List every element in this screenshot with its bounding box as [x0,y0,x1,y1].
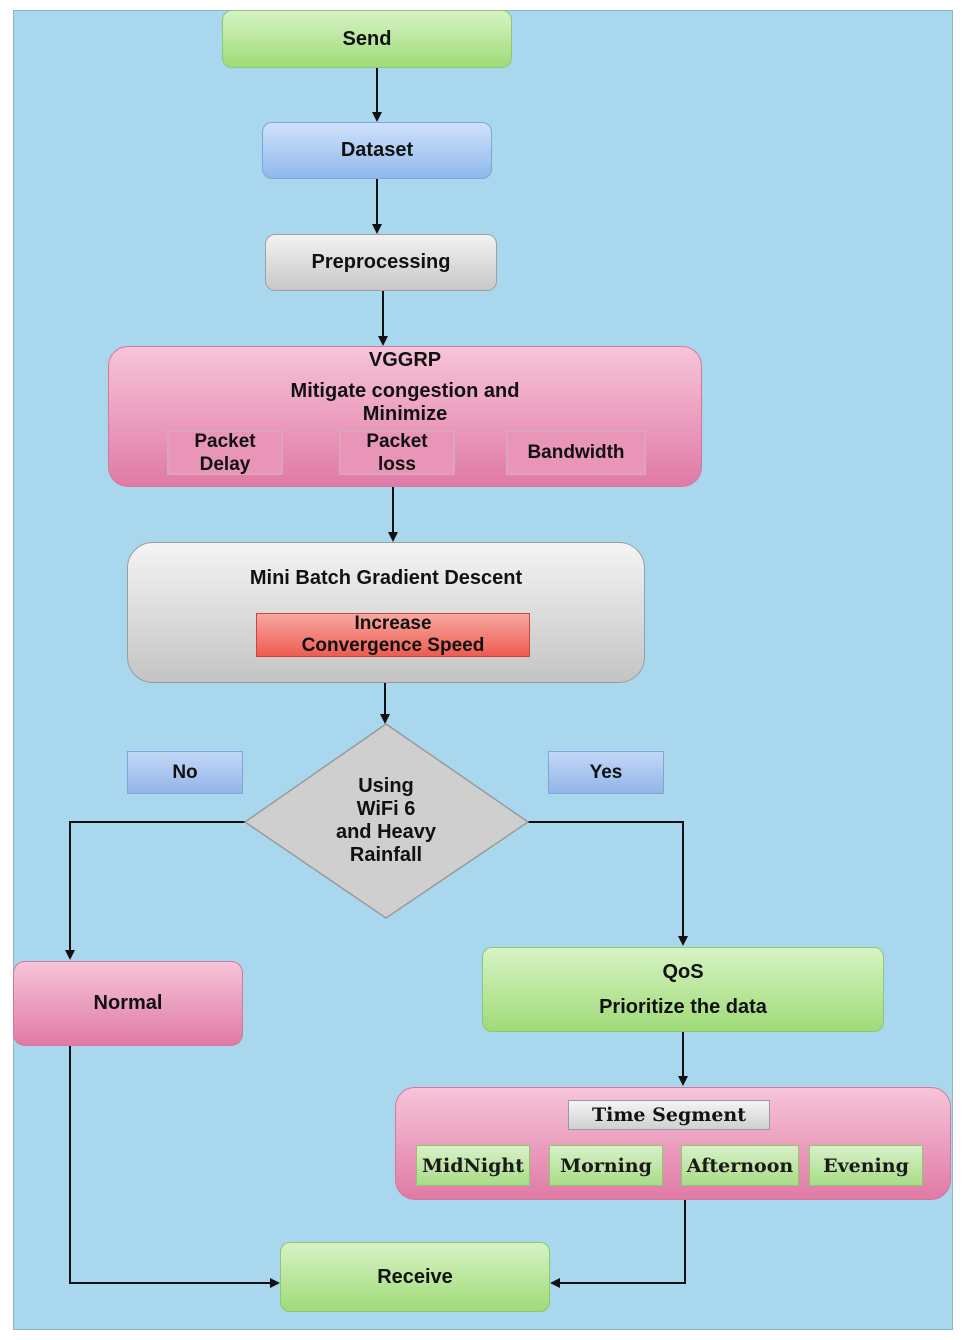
qos-title: QoS [662,960,704,983]
receive-node: Receive [280,1242,550,1312]
convergence-line1: Increase [354,613,432,634]
mbgd-title: Mini Batch Gradient Descent [249,567,523,589]
vggrp-title: VGGRP [368,349,442,371]
decision-line2: WiFi 6 [356,798,416,820]
time-segment-node: Time Segment MidNight Morning Afternoon … [395,1087,951,1200]
packet-delay-line2: Delay [199,453,251,475]
packet-loss-box: Packet loss [339,430,455,475]
segment-evening: Evening [809,1145,923,1186]
decision-line4: Rainfall [349,844,423,866]
decision-line1: Using [358,775,414,797]
preprocessing-node: Preprocessing [265,234,497,291]
normal-node: Normal [13,961,243,1046]
packet-loss-line2: loss [377,453,417,475]
send-node: Send [222,10,512,68]
mbgd-node: Mini Batch Gradient Descent Increase Con… [127,542,645,683]
packet-loss-line1: Packet [366,430,428,452]
bandwidth-label: Bandwidth [527,442,625,463]
decision-line3: and Heavy [335,821,437,843]
convergence-line2: Convergence Speed [301,635,485,656]
decision-label: Using WiFi 6 and Heavy Rainfall [300,775,472,867]
no-label: No [127,751,243,794]
vggrp-subtitle-line2: Minimize [362,403,448,425]
segment-midnight: MidNight [416,1145,530,1186]
vggrp-node: VGGRP Mitigate congestion and Minimize P… [108,346,702,487]
time-segment-title: Time Segment [568,1100,770,1130]
yes-label: Yes [548,751,664,794]
dataset-node: Dataset [262,122,492,179]
qos-node: QoS Prioritize the data [482,947,884,1032]
qos-subtitle: Prioritize the data [599,995,767,1018]
packet-delay-box: Packet Delay [167,430,283,475]
packet-delay-line1: Packet [194,430,256,452]
vggrp-subtitle-line1: Mitigate congestion and [290,380,520,402]
segment-afternoon: Afternoon [681,1145,799,1186]
bandwidth-box: Bandwidth [506,430,646,475]
convergence-speed-box: Increase Convergence Speed [256,613,530,657]
segment-morning: Morning [549,1145,663,1186]
